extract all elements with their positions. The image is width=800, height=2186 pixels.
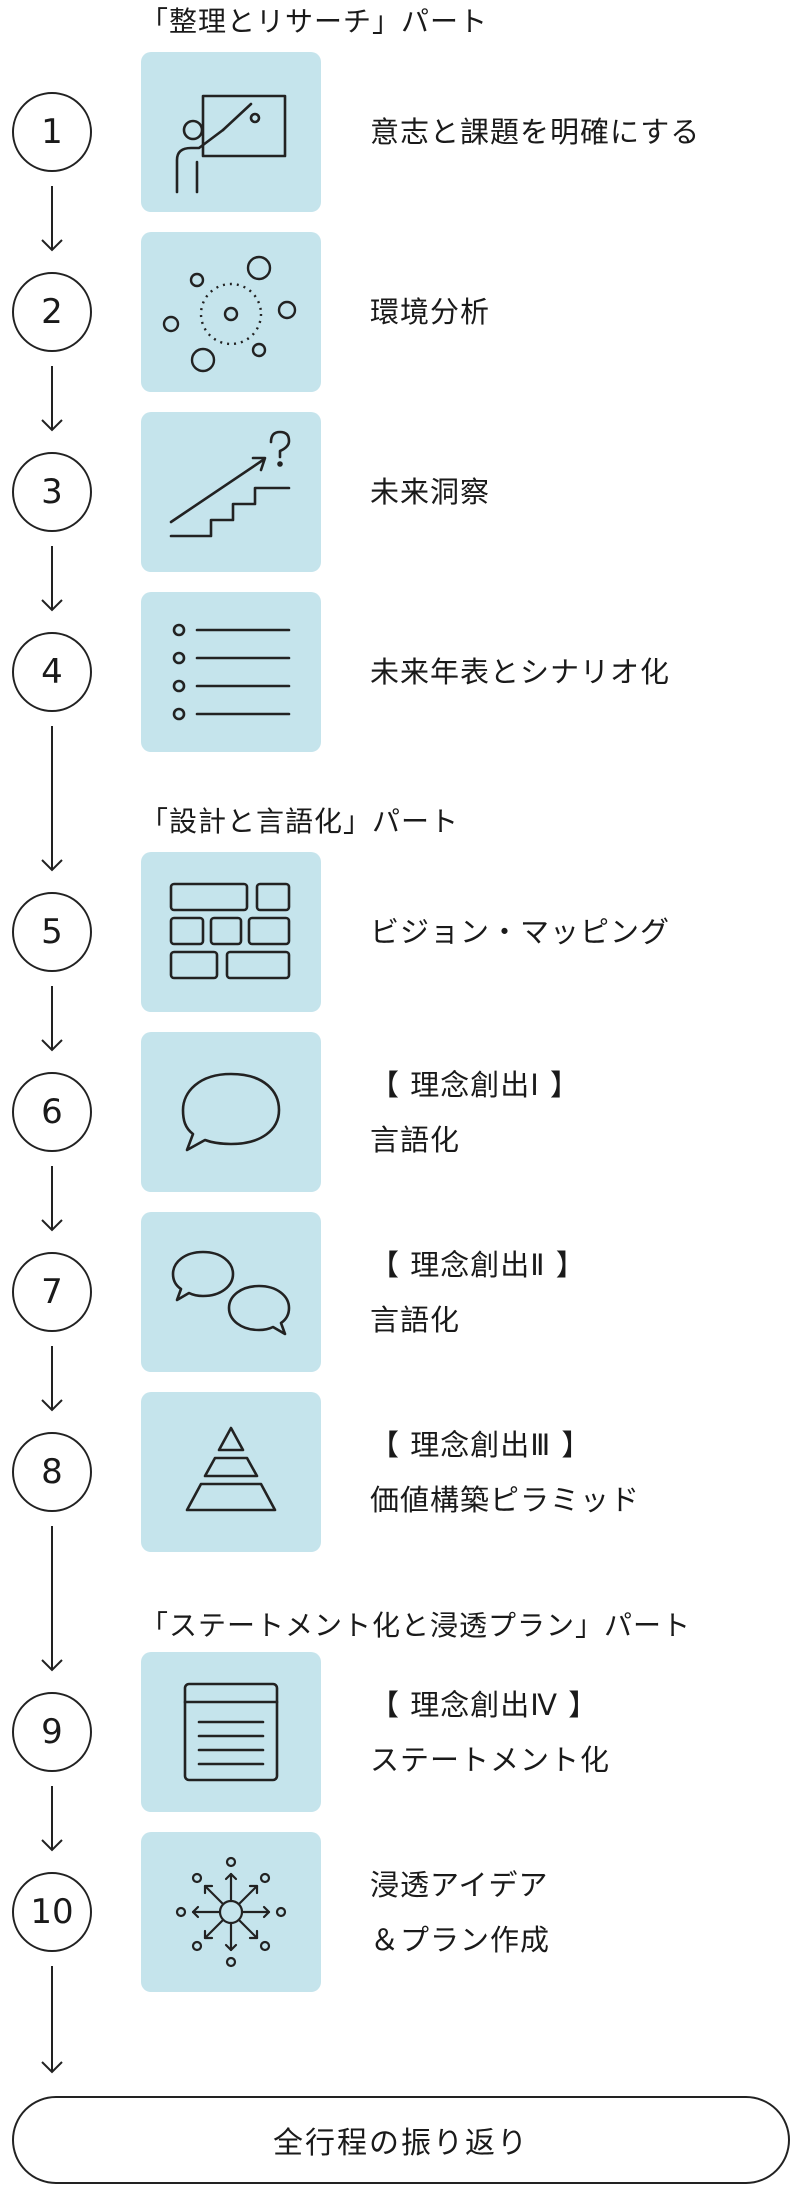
down-arrow-icon bbox=[41, 186, 63, 252]
down-arrow-icon bbox=[41, 1526, 63, 1672]
step-label-title: 浸透アイデア bbox=[370, 1868, 549, 1902]
down-arrow-icon bbox=[41, 546, 63, 612]
list-icon bbox=[141, 592, 321, 752]
blocks-icon bbox=[141, 852, 321, 1012]
speech-bubble-icon bbox=[141, 1032, 321, 1192]
document-icon bbox=[141, 1652, 321, 1812]
step-number-circle: 4 bbox=[12, 632, 92, 712]
section-title-research: 「整理とリサーチ」パート bbox=[140, 5, 489, 38]
step-label: ビジョン・マッピング bbox=[370, 915, 671, 949]
step-label-subtitle: 言語化 bbox=[370, 1303, 461, 1337]
step-label-subtitle: ＆プラン作成 bbox=[370, 1923, 551, 1957]
step-label: 環境分析 bbox=[370, 295, 491, 329]
step-label-title: 【 理念創出Ⅰ 】 bbox=[370, 1068, 580, 1102]
step-number-circle: 2 bbox=[12, 272, 92, 352]
pyramid-icon bbox=[141, 1392, 321, 1552]
down-arrow-icon bbox=[41, 1166, 63, 1232]
step-number-circle: 7 bbox=[12, 1252, 92, 1332]
down-arrow-icon bbox=[41, 1346, 63, 1412]
step-label-title: 【 理念創出Ⅱ 】 bbox=[370, 1248, 586, 1282]
section-title-statement: 「ステートメント化と浸透プラン」パート bbox=[140, 1609, 692, 1642]
environment-circles-icon bbox=[141, 232, 321, 392]
step-number-circle: 8 bbox=[12, 1432, 92, 1512]
section-title-design: 「設計と言語化」パート bbox=[140, 805, 460, 838]
step-number-circle: 5 bbox=[12, 892, 92, 972]
radiating-arrows-icon bbox=[141, 1832, 321, 1992]
down-arrow-icon bbox=[41, 1786, 63, 1852]
presentation-icon bbox=[141, 52, 321, 212]
step-number-circle: 10 bbox=[12, 1872, 92, 1952]
stairs-question-icon bbox=[141, 412, 321, 572]
step-label: 意志と課題を明確にする bbox=[370, 115, 701, 149]
step-number-circle: 1 bbox=[12, 92, 92, 172]
down-arrow-icon bbox=[41, 366, 63, 432]
two-speech-bubbles-icon bbox=[141, 1212, 321, 1372]
down-arrow-icon bbox=[41, 1966, 63, 2074]
step-label-subtitle: 価値構築ピラミッド bbox=[370, 1483, 641, 1517]
final-review-pill: 全行程の振り返り bbox=[12, 2096, 790, 2184]
step-number-circle: 6 bbox=[12, 1072, 92, 1152]
step-label-subtitle: ステートメント化 bbox=[370, 1743, 611, 1777]
step-label: 未来年表とシナリオ化 bbox=[370, 655, 671, 689]
step-number-circle: 3 bbox=[12, 452, 92, 532]
step-number-circle: 9 bbox=[12, 1692, 92, 1772]
step-label: 未来洞察 bbox=[370, 475, 491, 509]
step-label-title: 【 理念創出Ⅳ 】 bbox=[370, 1688, 599, 1722]
down-arrow-icon bbox=[41, 986, 63, 1052]
step-label-subtitle: 言語化 bbox=[370, 1123, 461, 1157]
step-label-title: 【 理念創出Ⅲ 】 bbox=[370, 1428, 592, 1462]
down-arrow-icon bbox=[41, 726, 63, 872]
